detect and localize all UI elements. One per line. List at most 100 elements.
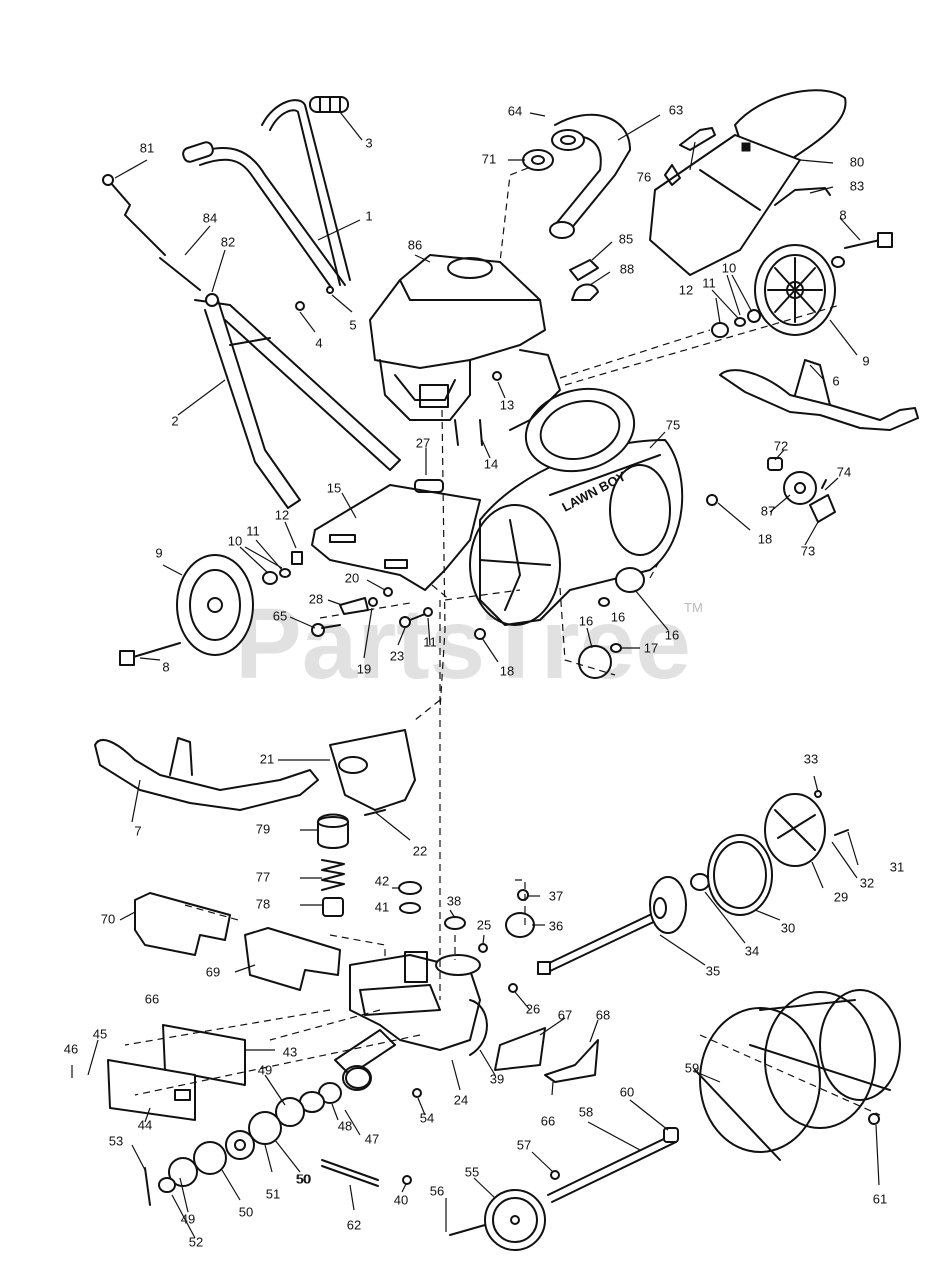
callout-12b: 12 — [275, 507, 289, 522]
chain-part — [321, 1088, 422, 1187]
washer-stack-part — [144, 1067, 371, 1206]
callout-10a: 10 — [722, 260, 736, 275]
callout-12a: 12 — [679, 282, 693, 297]
assembly-guide-lines — [124, 167, 881, 1116]
callout-43: 43 — [283, 1044, 297, 1059]
callout-6: 6 — [832, 373, 839, 388]
callout-16c: 16 — [611, 609, 625, 624]
callout-60: 60 — [620, 1084, 634, 1099]
callout-57: 57 — [517, 1137, 531, 1152]
callout-52: 52 — [189, 1234, 203, 1249]
callout-1: 1 — [365, 208, 372, 223]
callout-71: 71 — [482, 151, 496, 166]
callout-56: 56 — [430, 1183, 444, 1198]
right-wheel-part — [754, 244, 836, 336]
frame-part — [311, 479, 481, 591]
callout-79: 79 — [256, 821, 270, 836]
callout-66a: 66 — [541, 1113, 555, 1128]
control-rod-part — [102, 174, 201, 291]
left-axle-bolt-part — [119, 642, 181, 666]
callout-20: 20 — [345, 570, 359, 585]
callout-50a: 50 — [239, 1204, 253, 1219]
callout-19: 19 — [357, 661, 371, 676]
callout-59: 59 — [685, 1060, 699, 1075]
callout-35: 35 — [706, 963, 720, 978]
callout-2: 2 — [171, 413, 178, 428]
chute-clip-part — [569, 127, 831, 301]
callout-44: 44 — [138, 1117, 152, 1132]
callout-3: 3 — [365, 135, 372, 150]
large-sprocket-part — [449, 1170, 560, 1251]
callout-84: 84 — [203, 210, 217, 225]
callout-11c: 11 — [423, 634, 437, 649]
callout-14: 14 — [484, 456, 498, 471]
callout-41: 41 — [375, 899, 389, 914]
callout-21: 21 — [260, 751, 274, 766]
side-plates-part — [107, 1024, 246, 1121]
callout-62: 62 — [347, 1217, 361, 1232]
auger-shaft-part — [547, 1127, 679, 1203]
gasket-part — [707, 834, 773, 916]
callout-88: 88 — [620, 261, 634, 276]
callout-61: 61 — [873, 1191, 887, 1206]
auger-housing-part: LAWN BOY — [469, 349, 684, 626]
callout-64: 64 — [508, 103, 522, 118]
callout-86: 86 — [408, 237, 422, 252]
sprocket-part — [767, 457, 836, 523]
callout-75: 75 — [666, 417, 680, 432]
callout-22: 22 — [413, 843, 427, 858]
callout-5: 5 — [349, 317, 356, 332]
callout-numbers: 1 2 3 4 5 6 7 8 8 9 9 10 10 11 11 11 12 … — [64, 102, 904, 1249]
callout-69: 69 — [206, 964, 220, 979]
callout-49a: 49 — [258, 1062, 272, 1077]
callout-26: 26 — [526, 1001, 540, 1016]
impeller-disc-part — [578, 567, 645, 679]
callout-17: 17 — [644, 640, 658, 655]
guard-plates-part — [494, 1027, 599, 1083]
callout-65: 65 — [273, 608, 287, 623]
callout-7: 7 — [134, 823, 141, 838]
callout-30: 30 — [781, 920, 795, 935]
shaft-gear-part — [537, 873, 710, 975]
callout-37: 37 — [549, 888, 563, 903]
callout-51: 51 — [266, 1186, 280, 1201]
callout-66b: 66 — [145, 991, 159, 1006]
callout-46: 46 — [64, 1041, 78, 1056]
callout-38: 38 — [447, 893, 461, 908]
callout-32: 32 — [860, 875, 874, 890]
chute-ring-part — [522, 129, 585, 171]
callout-72: 72 — [774, 438, 788, 453]
callout-8b: 8 — [162, 659, 169, 674]
lower-handle-part — [194, 293, 401, 509]
callout-33: 33 — [804, 751, 818, 766]
right-washers-part — [711, 309, 761, 338]
callout-40: 40 — [394, 1192, 408, 1207]
gearbox-part — [334, 951, 488, 1091]
bearing-housing-part — [764, 790, 849, 867]
callout-73: 73 — [801, 543, 815, 558]
grip-part — [309, 96, 349, 113]
callout-18b: 18 — [500, 663, 514, 678]
callout-78: 78 — [256, 896, 270, 911]
callout-67: 67 — [558, 1007, 572, 1022]
callout-50b: 50 — [297, 1171, 311, 1186]
right-axle-bolt-part — [831, 232, 893, 268]
callout-55: 55 — [465, 1164, 479, 1179]
callout-9b: 9 — [155, 545, 162, 560]
callout-23: 23 — [390, 648, 404, 663]
callout-31: 31 — [890, 859, 904, 874]
left-washers-part — [262, 551, 303, 585]
callout-11a: 11 — [702, 275, 716, 290]
callout-29: 29 — [834, 889, 848, 904]
callout-81: 81 — [140, 140, 154, 155]
engine-part — [369, 254, 546, 446]
callout-42: 42 — [375, 873, 389, 888]
callout-8a: 8 — [839, 207, 846, 222]
callout-53: 53 — [109, 1133, 123, 1148]
callout-80: 80 — [850, 154, 864, 169]
callout-27: 27 — [416, 435, 430, 450]
callout-87: 87 — [761, 503, 775, 518]
callout-16b: 16 — [579, 613, 593, 628]
callout-77: 77 — [256, 869, 270, 884]
